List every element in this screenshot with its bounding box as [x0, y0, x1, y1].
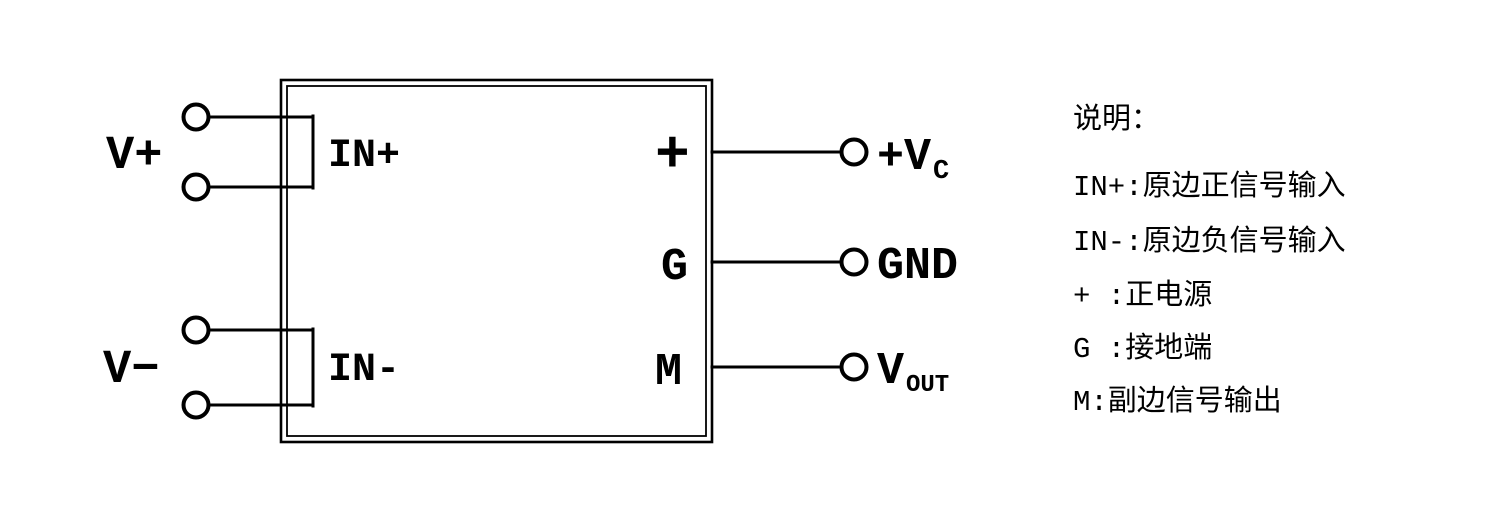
terminal-circle-vout — [839, 352, 869, 382]
pin-group-vout: M V OUT — [655, 346, 949, 399]
legend-item-m: M:副边信号输出 — [1073, 384, 1282, 419]
terminal-circle-v-minus-bottom — [181, 390, 211, 420]
label-vout-main: V — [877, 346, 904, 397]
label-in-plus: IN+ — [328, 134, 400, 179]
pin-group-vc: + +V C — [655, 124, 949, 189]
label-v-plus: V+ — [106, 130, 162, 183]
component-box-inner-outline — [286, 85, 707, 437]
label-v-minus: V− — [103, 344, 159, 397]
label-gnd: GND — [877, 241, 958, 292]
label-plus-pin: + — [655, 124, 690, 189]
pin-group-gnd: G GND — [661, 241, 958, 293]
label-vc-subscript: C — [933, 157, 949, 187]
label-vc-main: +V — [877, 132, 931, 183]
terminal-circle-v-plus-top — [181, 102, 211, 132]
label-g-pin: G — [661, 242, 688, 293]
label-in-minus: IN- — [328, 348, 400, 393]
terminal-circle-v-minus-top — [181, 315, 211, 345]
label-m-pin: M — [655, 347, 682, 398]
legend-item-in-plus: IN+:原边正信号输入 — [1073, 169, 1346, 204]
terminal-circle-v-plus-bottom — [181, 172, 211, 202]
legend-item-g: G :接地端 — [1073, 331, 1212, 366]
terminal-circle-vc — [839, 137, 869, 167]
terminal-circle-gnd — [839, 247, 869, 277]
legend-item-in-minus: IN-:原边负信号输入 — [1073, 224, 1346, 259]
legend-title: 说明： — [1073, 102, 1160, 137]
pin-group-in-plus: V+ IN+ — [106, 102, 400, 202]
legend-item-plus: + :正电源 — [1073, 278, 1212, 313]
label-vout-subscript: OUT — [906, 372, 949, 399]
pin-group-in-minus: V− IN- — [103, 315, 400, 420]
legend: 说明： IN+:原边正信号输入 IN-:原边负信号输入 + :正电源 G :接地… — [1073, 102, 1346, 419]
